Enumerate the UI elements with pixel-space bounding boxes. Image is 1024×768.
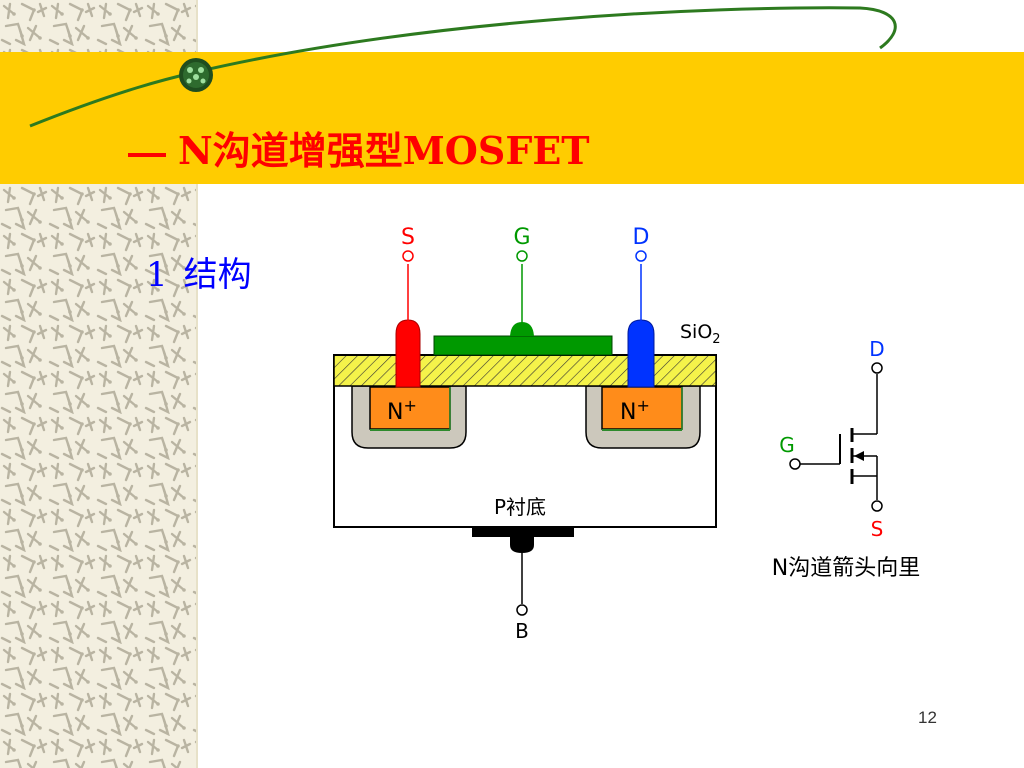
section-number: 1 bbox=[146, 255, 168, 295]
symbol-gate-label: G bbox=[779, 433, 795, 457]
drain-terminal bbox=[635, 250, 647, 262]
slide-title: N沟道增强型MOSFET bbox=[128, 132, 590, 170]
source-terminal bbox=[402, 250, 414, 262]
section-title: 结构 bbox=[183, 255, 252, 295]
substrate-label: P衬底 bbox=[494, 495, 546, 519]
body-terminal bbox=[516, 604, 528, 616]
gate-label: G bbox=[513, 225, 530, 250]
title-number-dash bbox=[128, 152, 166, 157]
source-n-label: N+ bbox=[387, 396, 417, 425]
symbol-source-label: S bbox=[871, 517, 884, 541]
page-number: 12 bbox=[918, 708, 937, 727]
slide-title-text: N沟道增强型MOSFET bbox=[178, 128, 590, 173]
decorative-curve bbox=[29, 6, 897, 128]
source-label: S bbox=[401, 225, 415, 250]
symbol-drain-terminal bbox=[871, 362, 883, 374]
symbol-caption: N沟道箭头向里 bbox=[772, 556, 920, 581]
sidebar-edge bbox=[196, 0, 198, 768]
symbol-drain-label: D bbox=[869, 337, 884, 361]
symbol-source-terminal bbox=[871, 500, 883, 512]
oxide-label: SiO2 bbox=[680, 321, 721, 347]
source-n-region bbox=[369, 386, 451, 430]
drain-n-label: N+ bbox=[620, 396, 650, 425]
body-label: B bbox=[515, 619, 529, 643]
banner-decoration bbox=[29, 6, 897, 128]
symbol-gate-terminal bbox=[789, 458, 801, 470]
title-banner bbox=[0, 52, 1024, 184]
section-heading: 1 结构 bbox=[146, 258, 252, 292]
gate-terminal bbox=[516, 250, 528, 262]
drain-label: D bbox=[633, 225, 650, 250]
gate-contact bbox=[510, 322, 534, 336]
bead-icon bbox=[179, 58, 213, 92]
symbol-arrow-icon bbox=[854, 451, 864, 461]
body-contact bbox=[472, 527, 574, 537]
